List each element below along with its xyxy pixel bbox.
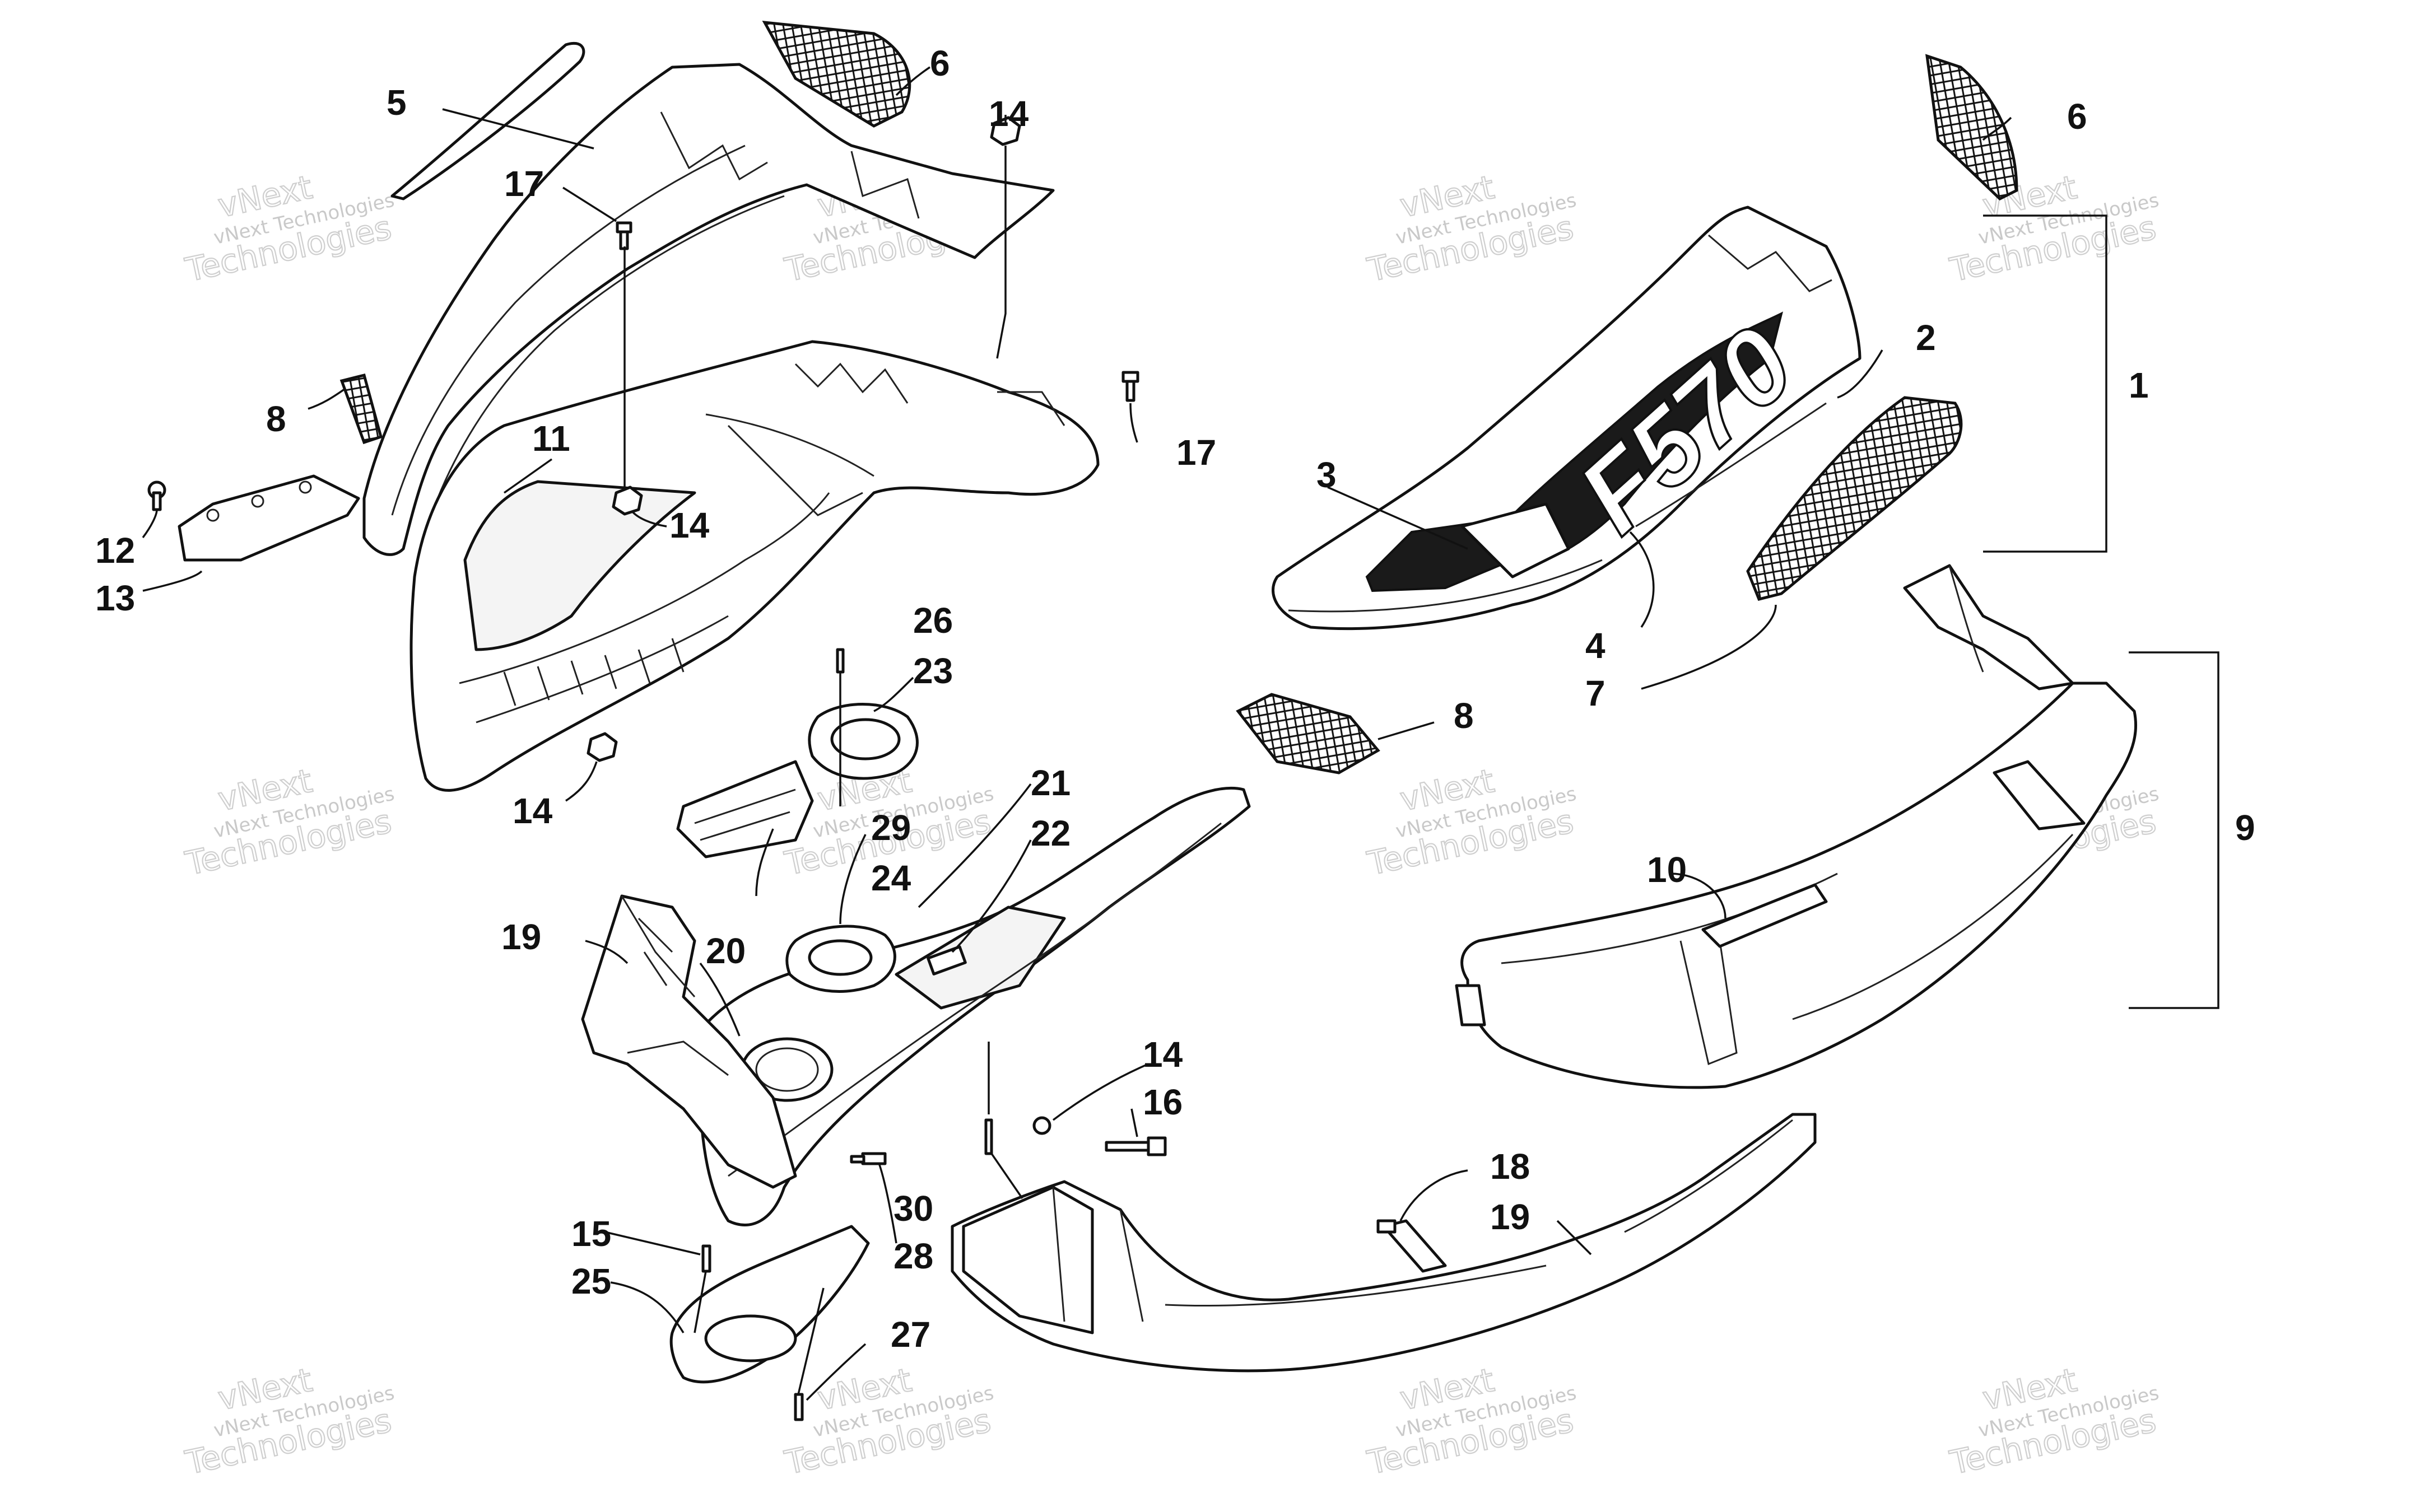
part-30-rivet xyxy=(984,1118,993,1155)
part-28-screw xyxy=(850,1152,887,1165)
part-2-side-panel xyxy=(1272,206,1861,631)
belly-pan-assembly xyxy=(581,648,1251,1421)
part-15-screw xyxy=(701,1244,711,1273)
callout-14-lower: 14 xyxy=(1143,1034,1183,1075)
part-16-screw xyxy=(1105,1136,1167,1156)
callout-14-low: 14 xyxy=(513,791,553,831)
callout-21: 21 xyxy=(1031,763,1071,803)
callout-12: 12 xyxy=(95,530,135,571)
watermark: vNext vNext Technologies Technologies xyxy=(1363,761,1579,884)
part-13-bracket xyxy=(178,474,360,562)
callout-7: 7 xyxy=(1585,673,1605,713)
callout-14-mid: 14 xyxy=(669,505,710,545)
part-27-screw xyxy=(794,1393,804,1421)
callout-14-top: 14 xyxy=(989,94,1029,134)
callout-17-top: 17 xyxy=(504,164,544,204)
part-6-vent-right xyxy=(1925,54,2018,201)
callout-8-left: 8 xyxy=(266,399,286,439)
callout-16: 16 xyxy=(1143,1082,1183,1122)
callout-13: 13 xyxy=(95,578,135,618)
callout-24: 24 xyxy=(871,858,911,898)
hood-body xyxy=(409,340,1100,792)
hood-assembly xyxy=(147,21,1139,792)
callout-labels: 5 6 14 17 8 11 14 17 12 13 14 6 2 1 3 4 … xyxy=(95,43,2255,1355)
callout-5: 5 xyxy=(387,82,407,123)
callout-19-right: 19 xyxy=(1490,1197,1530,1237)
part-8-vent-right xyxy=(1236,693,1380,774)
part-14-nut-low xyxy=(587,732,618,762)
part-29-shield xyxy=(676,760,814,858)
watermark: vNext vNext Technologies Technologies xyxy=(1363,1360,1579,1483)
lower-side-panel-assembly xyxy=(1455,564,2219,1089)
callout-10: 10 xyxy=(1647,850,1687,890)
part-14-washer xyxy=(1032,1116,1051,1135)
callout-11: 11 xyxy=(532,418,570,459)
callout-15: 15 xyxy=(571,1214,611,1254)
watermark: vNext vNext Technologies Technologies xyxy=(182,761,397,884)
part-22-panel xyxy=(895,906,1066,1010)
part-17-screw-right xyxy=(1121,371,1139,402)
part-26-screw xyxy=(836,648,845,674)
part-21-bulkhead xyxy=(699,787,1251,1226)
callout-6-left: 6 xyxy=(930,43,950,83)
hood-upper-shroud xyxy=(362,63,1055,556)
part-9-lower-panel xyxy=(1460,682,2138,1089)
part-17-screw-top xyxy=(616,221,632,250)
callout-28: 28 xyxy=(893,1236,933,1276)
part-8-vent-left xyxy=(339,373,383,445)
part-14-nut-top xyxy=(990,116,1021,146)
part-4-decal xyxy=(1511,311,1783,567)
watermark: vNext vNext Technologies Technologies xyxy=(182,167,397,290)
callout-6-right: 6 xyxy=(2067,96,2087,137)
callout-27: 27 xyxy=(891,1314,930,1355)
callout-8-right: 8 xyxy=(1454,696,1474,736)
part-7-vent xyxy=(1746,396,1963,601)
callout-19-left: 19 xyxy=(501,917,541,957)
watermark: vNext vNext Technologies Technologies xyxy=(182,1360,397,1483)
callout-22: 22 xyxy=(1031,813,1071,853)
part-14-nut-mid xyxy=(612,486,643,516)
part-19-running-board xyxy=(951,1113,1817,1373)
callout-23: 23 xyxy=(913,651,953,691)
leader-lines xyxy=(142,66,2012,1401)
callout-1: 1 xyxy=(2129,365,2149,405)
watermark: vNext vNext Technologies Technologies xyxy=(1946,1360,2161,1483)
watermark: vNext vNext Technologies Technologies xyxy=(1363,167,1579,290)
callout-4: 4 xyxy=(1585,626,1605,666)
part-12-screw xyxy=(147,480,166,511)
part-6-vent-left xyxy=(762,21,911,128)
callout-3: 3 xyxy=(1316,455,1337,495)
part-10-trim xyxy=(1701,883,1828,948)
callout-2: 2 xyxy=(1916,318,1936,358)
callout-26: 26 xyxy=(913,600,953,641)
part-18-clip xyxy=(1376,1219,1447,1273)
callout-18: 18 xyxy=(1490,1146,1530,1187)
callout-17-right: 17 xyxy=(1176,432,1216,473)
watermark: vNext vNext Technologies Technologies xyxy=(1946,167,2161,290)
side-panel-assembly: F570 xyxy=(1236,54,2107,774)
callout-29: 29 xyxy=(871,808,911,848)
running-board-assembly xyxy=(951,1113,1817,1373)
callout-9: 9 xyxy=(2235,808,2255,848)
part-19-duct-left xyxy=(581,894,797,1189)
callout-25: 25 xyxy=(571,1261,611,1301)
callout-20: 20 xyxy=(706,931,746,971)
callout-30: 30 xyxy=(893,1188,933,1229)
